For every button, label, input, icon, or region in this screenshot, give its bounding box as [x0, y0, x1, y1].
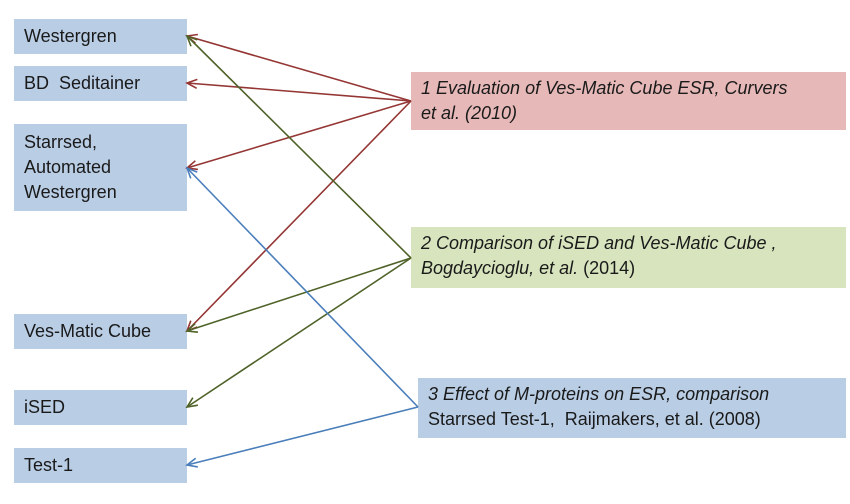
method-label: Ves-Matic Cube — [24, 321, 152, 341]
reference-text-italic: et al. (2010) — [421, 103, 518, 123]
arrow-line — [186, 35, 412, 259]
method-box-ves-matic-cube: Ves-Matic Cube — [14, 314, 187, 349]
arrowhead-icon — [185, 457, 198, 468]
arrow-line — [186, 100, 412, 332]
reference-box-1: 1 Evaluation of Ves-Matic Cube ESR, Curv… — [411, 72, 846, 130]
reference-line: et al. (2010) — [421, 101, 836, 126]
arrow-line — [186, 100, 412, 169]
reference-line: Starrsed Test-1, Raijmakers, et al. (200… — [428, 407, 836, 432]
arrow-line — [186, 82, 412, 102]
arrow-ref3-to-test-1 — [185, 406, 419, 468]
reference-text-italic: 3 Effect of M-proteins on ESR, compariso… — [428, 384, 770, 404]
arrow-line — [186, 167, 419, 408]
arrowhead-icon — [185, 323, 199, 333]
method-box-ised: iSED — [14, 390, 187, 425]
reference-text-italic: 1 Evaluation of Ves-Matic Cube ESR, Curv… — [421, 78, 788, 98]
arrow-line — [186, 406, 419, 466]
arrow-ref3-to-starrsed — [185, 166, 419, 408]
arrow-line — [186, 257, 412, 408]
method-label: Automated — [24, 157, 112, 177]
reference-line: 3 Effect of M-proteins on ESR, compariso… — [428, 382, 836, 407]
reference-text-plain: (2014) — [578, 258, 636, 278]
method-label: BD Seditainer — [24, 73, 141, 93]
reference-text-plain: Starrsed Test-1, Raijmakers, et al. (200… — [428, 409, 761, 429]
arrow-line — [186, 257, 412, 332]
reference-line: Bogdaycioglu, et al. (2014) — [421, 256, 836, 281]
method-label: Westergren — [24, 26, 117, 46]
reference-line: 2 Comparison of iSED and Ves-Matic Cube … — [421, 231, 836, 256]
method-label: Test-1 — [24, 455, 74, 475]
arrowhead-icon — [185, 166, 198, 179]
arrow-ref1-to-bd-seditainer — [185, 78, 412, 102]
arrowhead-icon — [185, 34, 198, 47]
method-label: iSED — [24, 397, 66, 417]
method-box-test-1: Test-1 — [14, 448, 187, 483]
reference-box-3: 3 Effect of M-proteins on ESR, compariso… — [418, 378, 846, 438]
arrowhead-icon — [185, 78, 198, 89]
arrow-ref2-to-westergren — [185, 34, 412, 259]
reference-text-italic: 2 Comparison of iSED and Ves-Matic Cube … — [421, 233, 777, 253]
arrow-ref1-to-ves-matic-cube — [185, 100, 412, 333]
reference-text-italic: Bogdaycioglu, et al. — [421, 258, 579, 278]
arrow-ref1-to-westergren — [185, 33, 412, 102]
arrow-ref2-to-ves-matic-cube — [185, 257, 412, 333]
method-label: Starrsed, — [24, 132, 98, 152]
arrowhead-icon — [185, 397, 198, 409]
arrow-ref2-to-ised — [185, 257, 412, 409]
method-box-westergren: Westergren — [14, 19, 187, 54]
reference-box-2: 2 Comparison of iSED and Ves-Matic Cube … — [411, 227, 846, 288]
method-label: Westergren — [24, 182, 117, 202]
method-box-bd-seditainer: BD Seditainer — [14, 66, 187, 101]
reference-line: 1 Evaluation of Ves-Matic Cube ESR, Curv… — [421, 76, 836, 101]
arrow-line — [186, 35, 412, 102]
method-box-starrsed: Starrsed, Automated Westergren — [14, 124, 187, 211]
